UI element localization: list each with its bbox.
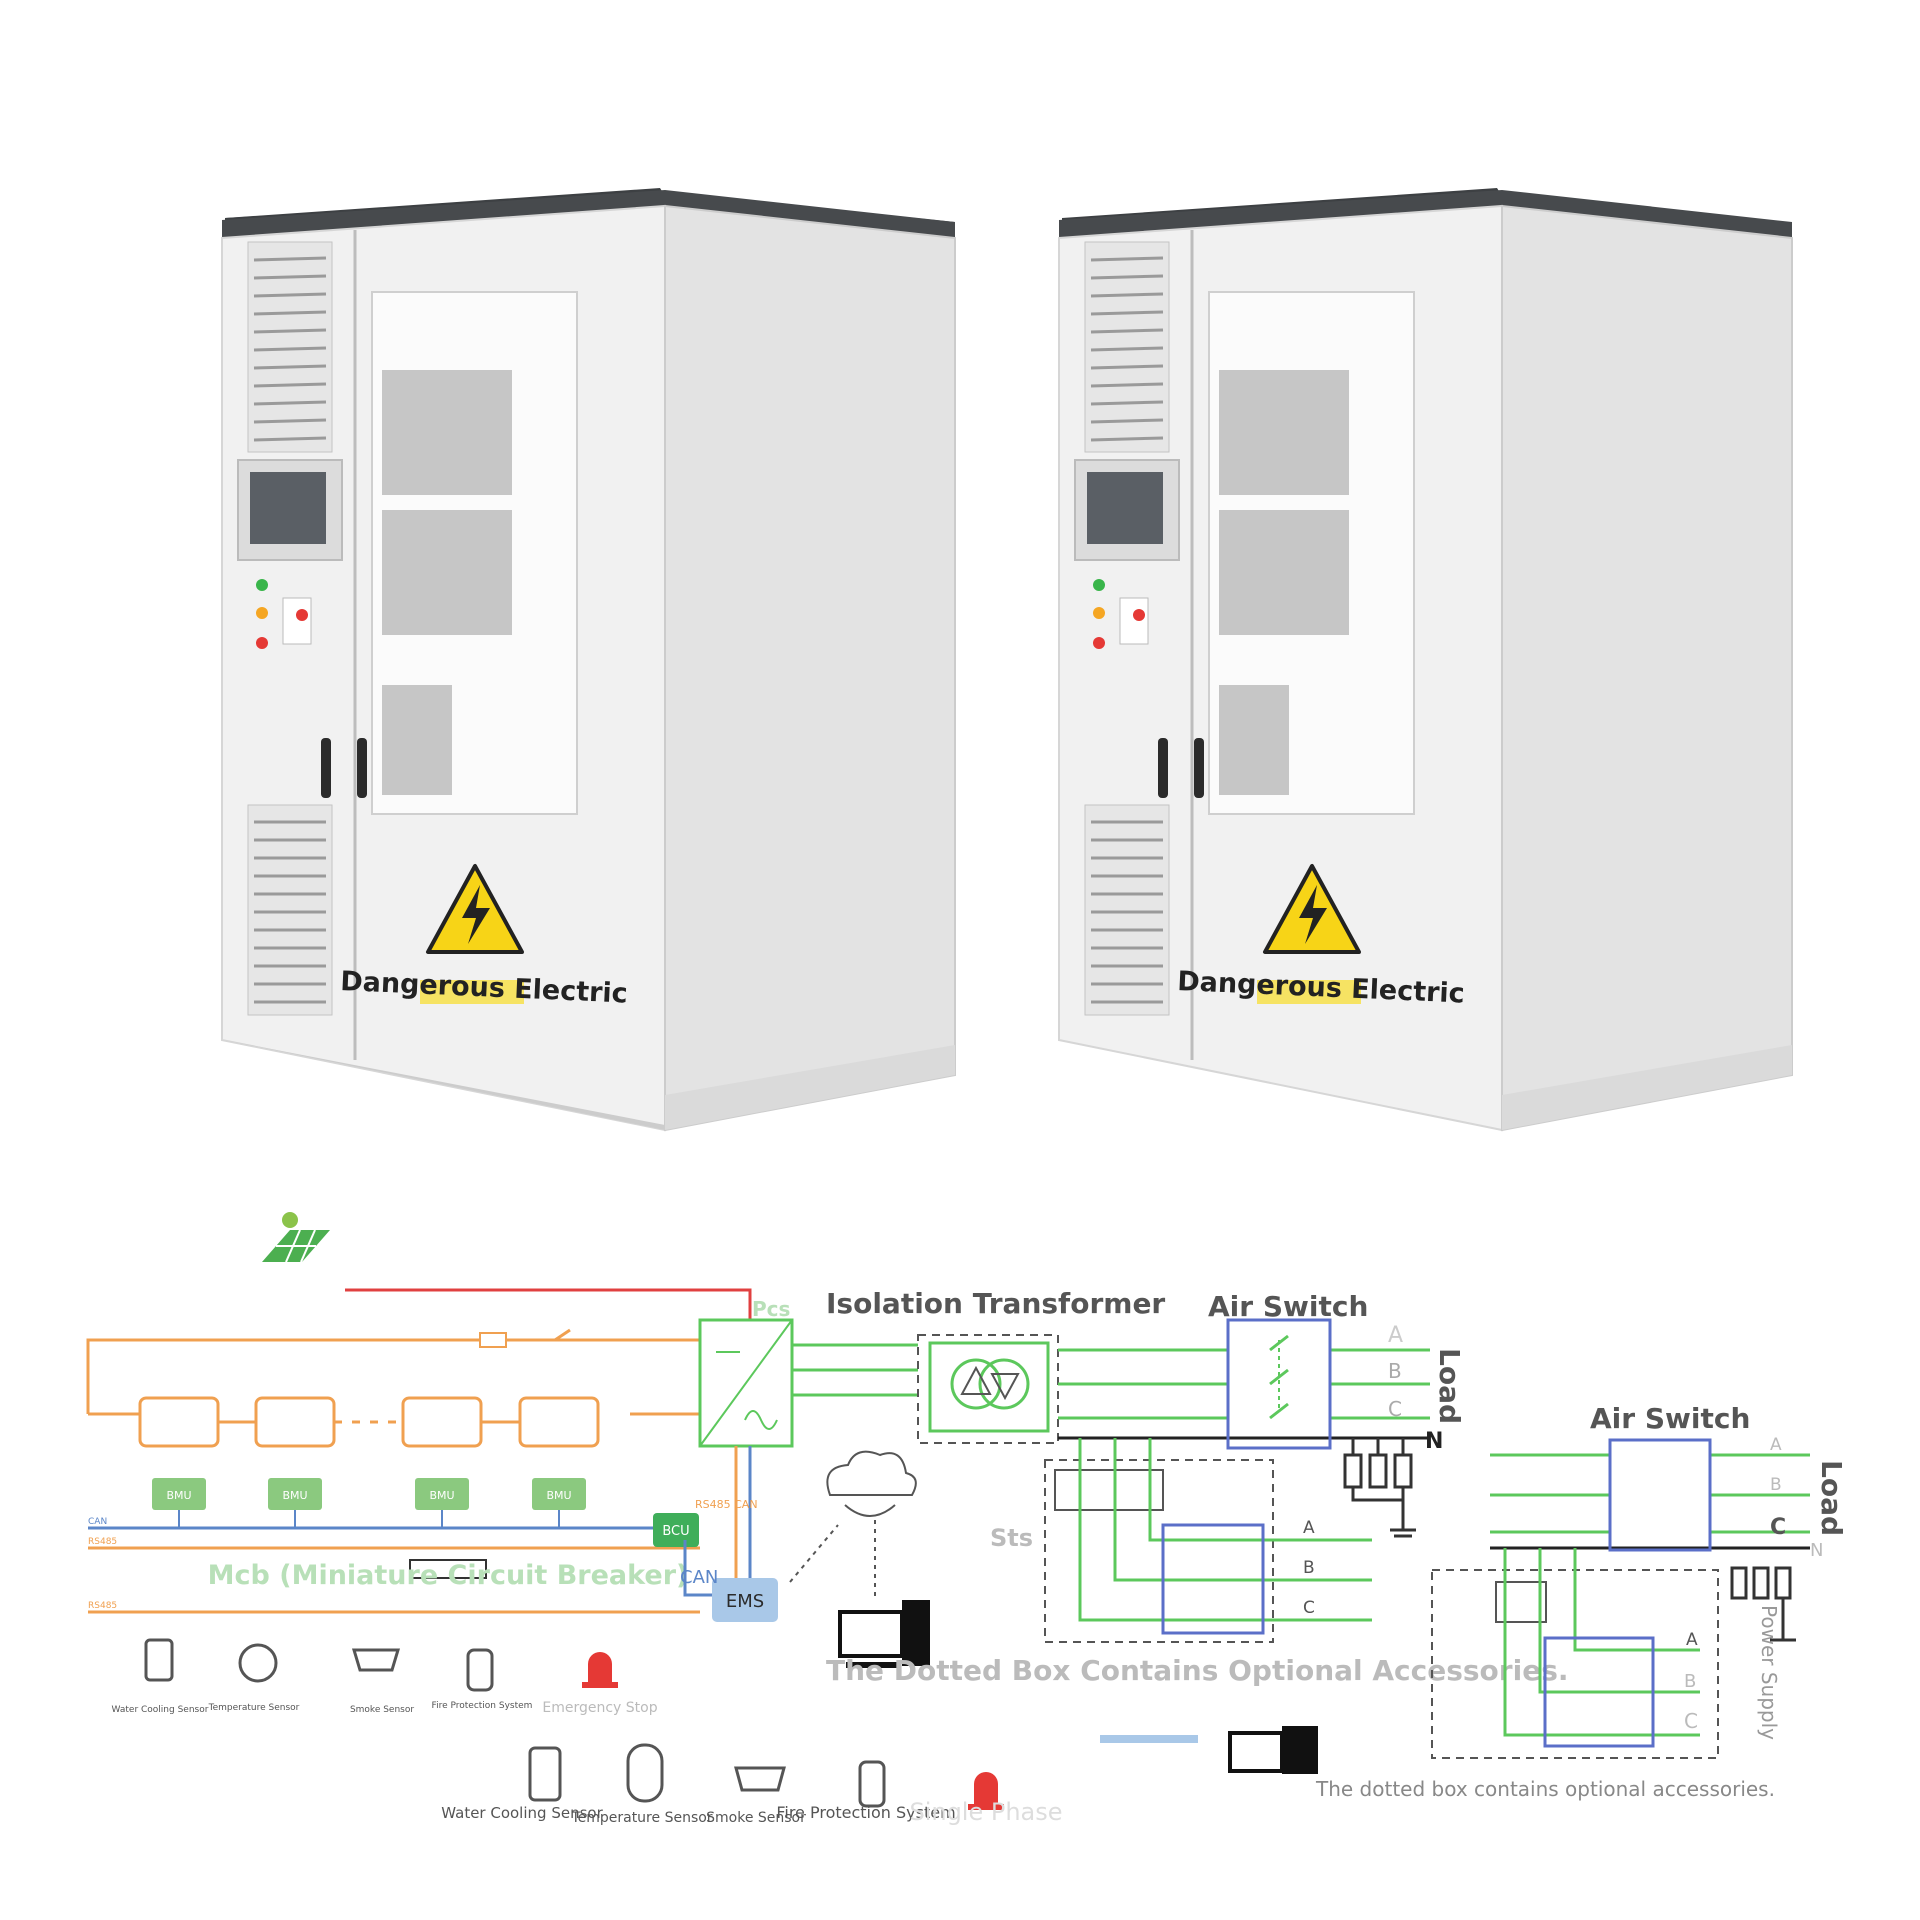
- cloud-icon: [826, 1450, 917, 1517]
- ems-label: EMS: [726, 1591, 764, 1612]
- mcb-label: Mcb (Miniature Circuit Breaker): [208, 1560, 689, 1591]
- phase-c-label: C: [1303, 1598, 1315, 1618]
- rs485-bus-label: RS485: [88, 1537, 117, 1547]
- accessory-label: Temperature Sensor: [208, 1703, 300, 1713]
- air-switch-label: Air Switch: [1590, 1402, 1750, 1435]
- bmu-box: [152, 1478, 586, 1510]
- accessory-label: Smoke Sensor: [706, 1810, 806, 1826]
- pv-line: [345, 1288, 752, 1320]
- bcu-box: [653, 1513, 699, 1547]
- phase-a-label: A: [1303, 1518, 1315, 1538]
- air-switch-box: [1226, 1318, 1332, 1450]
- isolation-transformer-box: [928, 1341, 1050, 1433]
- wiring-diagram-main: BMU BMU BMU BMU CAN RS485 RS485 BCU Mcb …: [86, 1212, 1569, 1826]
- phase-a-label: A: [1686, 1630, 1698, 1650]
- isolation-transformer-dotted-box: [917, 1334, 1059, 1444]
- phase-b-label: B: [1684, 1671, 1696, 1692]
- accessory-label: Smoke Sensor: [350, 1705, 414, 1715]
- accessory-label: Fire Protection System: [776, 1803, 955, 1822]
- sts-label: Sts: [990, 1524, 1033, 1552]
- cabinet-right: Dangerous Electric: [1058, 188, 1793, 1132]
- accessory-label: Temperature Sensor: [570, 1810, 712, 1826]
- sts-switch-box: [1161, 1523, 1265, 1635]
- bmu-label: BMU: [282, 1489, 307, 1502]
- computer-icon: [838, 1600, 930, 1668]
- isolation-transformer-label: Isolation Transformer: [826, 1287, 1165, 1320]
- accessory-icons-small: [144, 1638, 618, 1692]
- bmu-label: BMU: [546, 1489, 571, 1502]
- load-label: Load: [1815, 1460, 1848, 1536]
- surge-protector-icon: [1730, 1566, 1796, 1642]
- power-supply-label: Power Supply: [1757, 1605, 1781, 1740]
- computer-icon: [1228, 1726, 1318, 1774]
- accessory-label: Emergency Stop: [542, 1700, 657, 1716]
- air-switch-box: [1608, 1438, 1712, 1552]
- phase-a-label: A: [1770, 1435, 1782, 1455]
- warning-sign: [426, 864, 524, 954]
- phase-c-label: C: [1684, 1709, 1698, 1733]
- accessory-label: Fire Protection System: [432, 1701, 533, 1711]
- phase-b-label: B: [1388, 1359, 1402, 1383]
- surge-protector-icon: [1343, 1438, 1416, 1538]
- can-bus-label: CAN: [88, 1517, 107, 1527]
- sts-switch-box: [1543, 1636, 1655, 1748]
- accessory-label: Water Cooling Sensor: [112, 1705, 209, 1715]
- bmu-label: BMU: [429, 1489, 454, 1502]
- bcu-label: BCU: [662, 1524, 689, 1539]
- phase-b-label: B: [1770, 1475, 1782, 1495]
- pcs-label: Pcs: [752, 1297, 790, 1321]
- phase-a-label: A: [1388, 1323, 1403, 1348]
- rs485-bus-label: RS485: [88, 1601, 117, 1611]
- rs485-can-label: RS485 CAN: [695, 1498, 758, 1511]
- ems-box: [712, 1578, 778, 1622]
- bmu-label: BMU: [166, 1489, 191, 1502]
- can-label: CAN: [680, 1567, 718, 1588]
- battery-pack-icon: [138, 1396, 600, 1448]
- solar-panel-icon: [262, 1212, 330, 1263]
- phase-c-label: C: [1388, 1397, 1402, 1421]
- accessory-icons-large: [528, 1743, 1004, 1810]
- cabinet-left: Dangerous Electric: [221, 188, 956, 1132]
- optional-accessories-note: The Dotted Box Contains Optional Accesso…: [826, 1654, 1569, 1687]
- optional-accessories-note: The dotted box contains optional accesso…: [1315, 1777, 1775, 1801]
- mcb-box: [409, 1559, 487, 1579]
- phase-c-label: C: [1770, 1515, 1786, 1540]
- phase-b-label: B: [1303, 1558, 1315, 1578]
- neutral-label: N: [1425, 1429, 1443, 1454]
- accessory-label: Single Phase: [909, 1798, 1062, 1826]
- neutral-label: N: [1810, 1540, 1823, 1561]
- accessory-label: Water Cooling Sensor: [441, 1804, 603, 1822]
- air-switch-label: Air Switch: [1208, 1290, 1368, 1323]
- warning-sign: [1263, 864, 1361, 954]
- wiring-diagram-right: Air Switch A B C N Load Power Supply A B…: [1100, 1402, 1848, 1801]
- load-label: Load: [1433, 1348, 1466, 1424]
- sts-dotted-box: [1044, 1459, 1274, 1643]
